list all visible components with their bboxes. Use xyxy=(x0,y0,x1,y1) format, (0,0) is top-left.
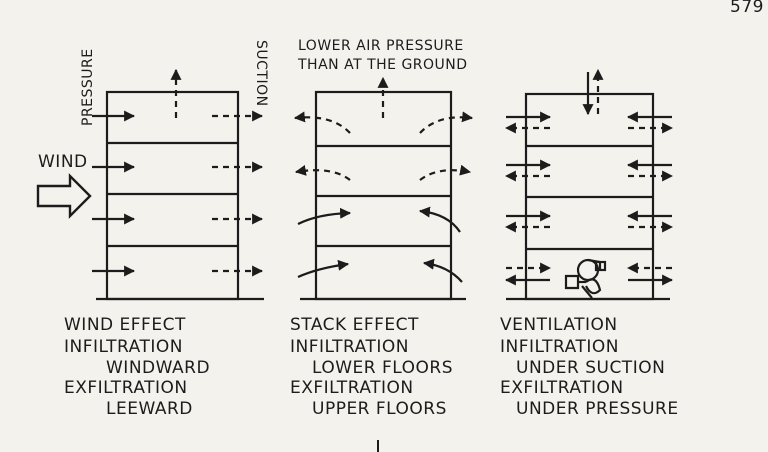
fan-unit-icon xyxy=(564,258,607,299)
vent-line1: INFILTRATION xyxy=(500,337,619,357)
stack-header-line1: LOWER AIR PRESSURE xyxy=(298,38,464,54)
wind-pressure-label: PRESSURE xyxy=(80,48,96,126)
wind-line2: WINDWARD xyxy=(106,358,210,378)
wind-caption: WIND EFFECT xyxy=(64,315,186,335)
stack-line3: EXFILTRATION xyxy=(290,378,414,398)
wind-suction-label: SUCTION xyxy=(253,40,269,107)
stack-exfil-arrow xyxy=(293,111,351,134)
stack-infil-arrow xyxy=(297,259,350,279)
stack-infil-arrow xyxy=(297,207,352,225)
wind-direction-arrow-icon xyxy=(36,173,92,219)
wind-line4: LEEWARD xyxy=(106,399,193,419)
stack-effect-panel xyxy=(293,76,474,301)
stack-exfil-arrow xyxy=(419,111,474,134)
wind-line1: INFILTRATION xyxy=(64,337,183,357)
stack-line1: INFILTRATION xyxy=(290,337,409,357)
stack-exfil-arrow xyxy=(294,164,351,181)
stack-infil-arrow xyxy=(422,258,463,283)
vent-line3: EXFILTRATION xyxy=(500,378,624,398)
stack-line4: UPPER FLOORS xyxy=(312,399,447,419)
wind-label: WIND xyxy=(38,152,88,172)
stack-caption: STACK EFFECT xyxy=(290,315,419,335)
stack-exfil-arrow xyxy=(419,164,472,181)
corner-mark: 579 xyxy=(730,0,764,17)
stack-infil-arrow xyxy=(418,206,461,233)
stack-header-line2: THAN AT THE GROUND xyxy=(297,57,468,73)
vent-line2: UNDER SUCTION xyxy=(516,358,665,378)
wind-line3: EXFILTRATION xyxy=(64,378,188,398)
stack-line2: LOWER FLOORS xyxy=(312,358,453,378)
vent-line4: UNDER PRESSURE xyxy=(516,399,679,419)
vent-caption: VENTILATION xyxy=(500,315,618,335)
wind-building xyxy=(105,90,240,301)
ventilation-panel xyxy=(504,68,674,301)
wind-effect-panel xyxy=(36,68,264,301)
